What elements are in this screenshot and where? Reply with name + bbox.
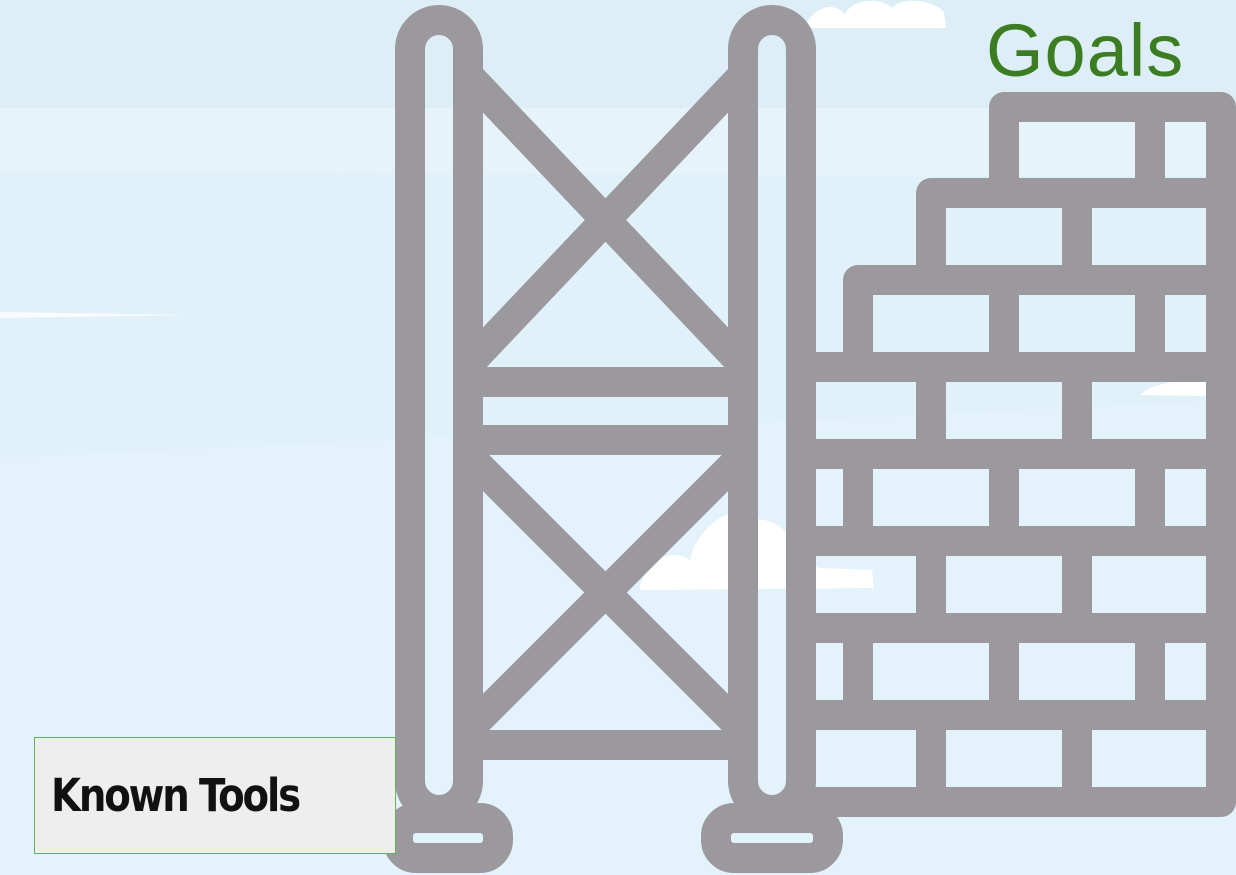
known-tools-button[interactable]: Known Tools xyxy=(34,737,396,854)
goals-label: Goals xyxy=(986,14,1184,88)
known-tools-label: Known Tools xyxy=(51,769,299,822)
